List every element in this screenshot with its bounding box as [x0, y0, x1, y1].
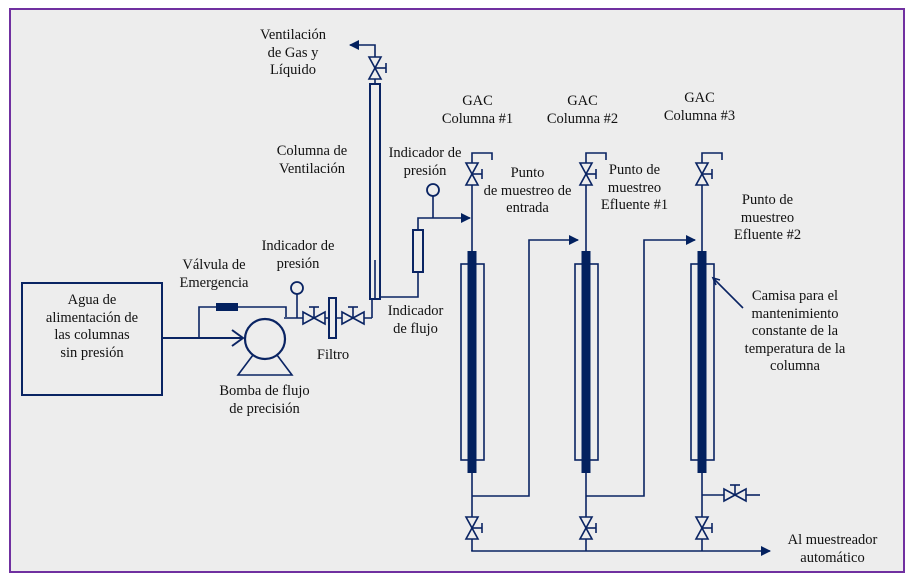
label-pressure-indicator-top: Indicador de presión [388, 145, 462, 179]
diagram-frame [9, 8, 905, 573]
label-jacket: Camisa para el mantenimiento constante d… [744, 288, 846, 374]
gac-bed [581, 251, 591, 473]
feed-line [162, 329, 245, 347]
pressure-gauge-icon [290, 281, 304, 318]
label-pump: Bomba de flujo de precisión [219, 383, 310, 417]
label-sample-eff1: Punto de muestreo Efluente #1 [600, 162, 669, 213]
gac-column-3 [690, 152, 723, 551]
pressure-gauge-icon [426, 183, 440, 218]
connector-col2-col3 [586, 235, 696, 497]
jacket-pointer-arrow [711, 276, 744, 309]
gac-bed [697, 251, 707, 473]
label-sample-eff2: Punto de muestreo Efluente #2 [733, 192, 802, 243]
label-flow-indicator: Indicador de flujo [387, 303, 444, 337]
connector-col1-col2 [472, 235, 579, 497]
label-gac-col2: GAC Columna #2 [546, 93, 619, 127]
label-sample-inlet: Punto de muestreo de entrada [483, 165, 572, 216]
flow-indicator-icon [380, 213, 471, 298]
emergency-bypass [198, 303, 287, 338]
pump-icon [236, 317, 294, 376]
valve-icon [302, 306, 326, 326]
gac-column-2 [574, 152, 607, 551]
valve-icon [341, 306, 365, 326]
label-vent-gas-liquid: Ventilación de Gas y Líquido [259, 27, 327, 78]
filter-icon [328, 297, 337, 339]
label-vent-column: Columna de Ventilación [276, 143, 348, 177]
vent-column [349, 40, 387, 300]
label-filter: Filtro [316, 347, 350, 363]
label-autosampler: Al muestreador automático [787, 532, 878, 566]
label-gac-col1: GAC Columna #1 [441, 93, 514, 127]
autosampler-line [471, 546, 771, 556]
label-pressure-indicator-bottom: Indicador de presión [261, 238, 335, 272]
valve-icon [702, 484, 760, 503]
label-feed-water: Agua de alimentación de las columnas sin… [45, 292, 139, 361]
gac-column-1 [460, 152, 493, 551]
label-gac-col3: GAC Columna #3 [663, 90, 736, 124]
emergency-valve-icon [216, 303, 238, 311]
label-emergency-valve: Válvula de Emergencia [179, 257, 249, 291]
gac-bed [467, 251, 477, 473]
